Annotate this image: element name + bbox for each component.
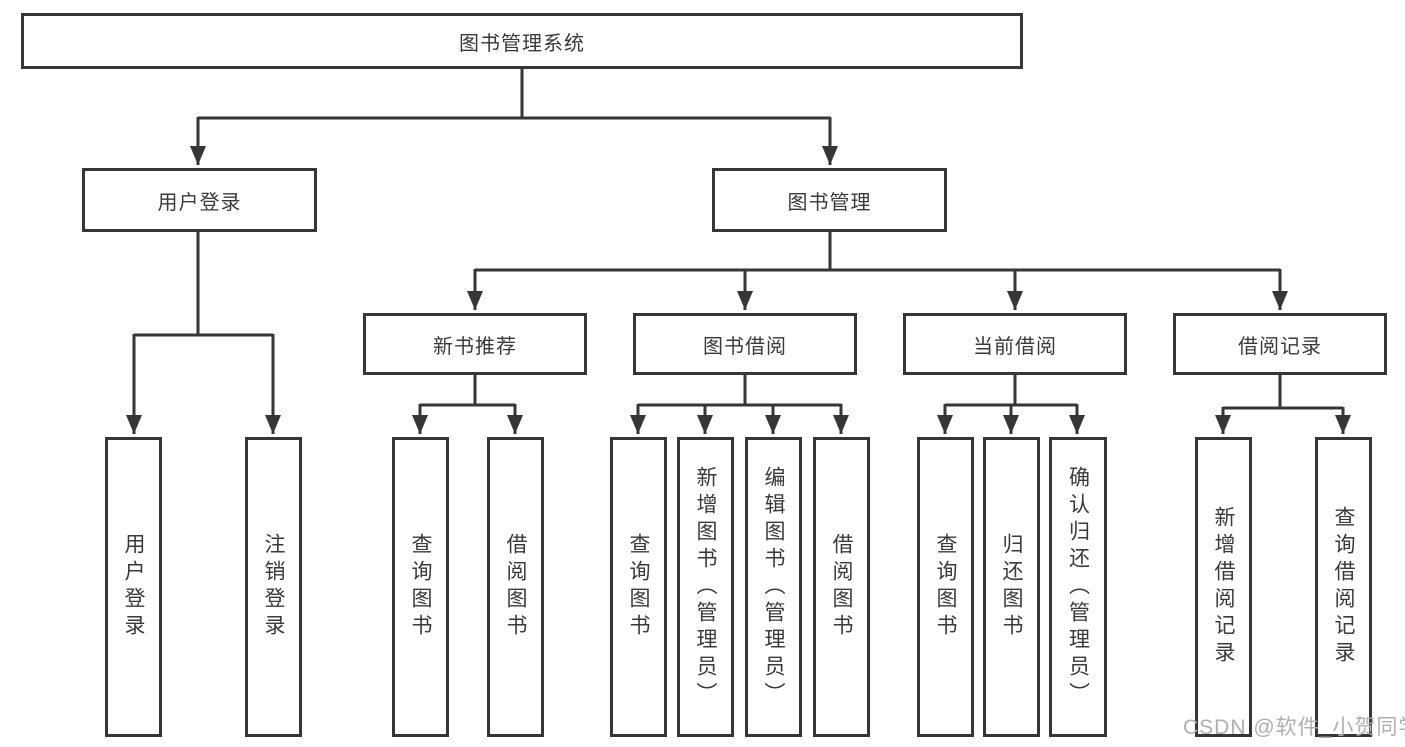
- node-current-borrow: 当前借阅: [903, 313, 1127, 375]
- node-borrow-records: 借阅记录: [1173, 313, 1387, 375]
- leaf-bb-borrow-books: 借阅图书: [813, 437, 870, 737]
- node-root-label: 图书管理系统: [459, 32, 585, 55]
- node-user-login: 用户登录: [82, 168, 317, 232]
- leaf-logout-login-label: 注销登录: [262, 533, 285, 641]
- leaf-bb-add-books-admin: 新增图书（管理员）: [677, 437, 734, 737]
- leaf-cb-confirm-return-admin: 确认归还（管理员）: [1049, 437, 1107, 737]
- leaf-bb-edit-books-admin-label: 编辑图书（管理员）: [762, 465, 785, 709]
- node-new-book-recommend: 新书推荐: [363, 313, 587, 375]
- node-book-management: 图书管理: [712, 168, 947, 232]
- leaf-cb-return-books: 归还图书: [983, 437, 1040, 737]
- leaf-br-query-record-label: 查询借阅记录: [1332, 506, 1355, 668]
- watermark-text: CSDN @软件_小贺同学: [1183, 716, 1405, 739]
- leaf-cb-return-books-label: 归还图书: [1000, 533, 1023, 641]
- leaf-nbr-query-books-label: 查询图书: [409, 533, 432, 641]
- leaf-br-add-record-label: 新增借阅记录: [1212, 506, 1235, 668]
- node-user-login-label: 用户登录: [157, 191, 242, 214]
- node-new-book-recommend-label: 新书推荐: [433, 335, 517, 358]
- node-current-borrow-label: 当前借阅: [973, 335, 1057, 358]
- leaf-bb-query-books-label: 查询图书: [627, 533, 650, 641]
- leaf-cb-query-books: 查询图书: [917, 437, 974, 737]
- leaf-bb-query-books: 查询图书: [610, 437, 667, 737]
- node-root: 图书管理系统: [21, 13, 1023, 69]
- leaf-bb-edit-books-admin: 编辑图书（管理员）: [745, 437, 802, 737]
- node-book-borrow: 图书借阅: [633, 313, 857, 375]
- leaf-nbr-borrow-books-label: 借阅图书: [504, 533, 527, 641]
- node-book-borrow-label: 图书借阅: [703, 335, 787, 358]
- leaf-br-query-record: 查询借阅记录: [1315, 437, 1372, 737]
- leaf-br-add-record: 新增借阅记录: [1195, 437, 1252, 737]
- leaf-nbr-query-books: 查询图书: [392, 437, 449, 737]
- leaf-nbr-borrow-books: 借阅图书: [487, 437, 544, 737]
- leaf-bb-add-books-admin-label: 新增图书（管理员）: [694, 465, 717, 709]
- node-book-management-label: 图书管理: [787, 191, 872, 214]
- leaf-user-login: 用户登录: [105, 437, 162, 737]
- leaf-bb-borrow-books-label: 借阅图书: [830, 533, 853, 641]
- leaf-user-login-label: 用户登录: [122, 533, 145, 641]
- leaf-cb-query-books-label: 查询图书: [934, 533, 957, 641]
- leaf-logout-login: 注销登录: [245, 437, 302, 737]
- leaf-cb-confirm-return-admin-label: 确认归还（管理员）: [1066, 465, 1090, 709]
- node-borrow-records-label: 借阅记录: [1238, 335, 1322, 358]
